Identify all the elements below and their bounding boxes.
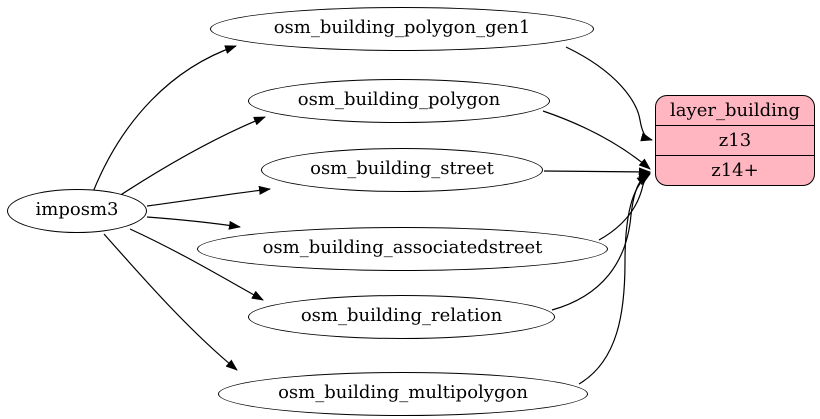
edge-imposm3-to-street (146, 185, 271, 207)
table-label: osm_building_associatedstreet (262, 237, 543, 258)
layer-building-title: layer_building (670, 100, 800, 121)
edge-imposm3-to-relation (129, 228, 264, 301)
edge-imposm3-to-polygon-gen1 (92, 45, 237, 193)
edge-associatedstreet-to-z14 (598, 173, 651, 241)
node-osm-building-street: osm_building_street (261, 148, 543, 192)
edge-imposm3-to-associatedstreet (146, 216, 241, 230)
node-osm-building-polygon: osm_building_polygon (248, 79, 550, 123)
node-osm-building-relation: osm_building_relation (248, 295, 555, 339)
table-label: osm_building_polygon_gen1 (273, 17, 531, 38)
edge-multipolygon-to-z14 (578, 174, 649, 385)
edge-polygon-to-z14 (542, 110, 651, 170)
edge-imposm3-to-multipolygon (103, 233, 238, 371)
node-osm-building-associatedstreet: osm_building_associatedstreet (197, 227, 608, 271)
edge-polygon-gen1-to-z13 (565, 46, 653, 142)
node-imposm3: imposm3 (7, 189, 147, 233)
node-osm-building-multipolygon: osm_building_multipolygon (218, 372, 588, 416)
table-label: osm_building_multipolygon (278, 382, 528, 403)
table-label: osm_building_polygon (297, 89, 501, 110)
table-label: osm_building_street (310, 158, 494, 179)
node-layer-building: layer_building z13 z14+ (655, 95, 815, 186)
edge-street-to-z14 (543, 167, 651, 177)
table-label: osm_building_relation (300, 305, 503, 326)
edge-imposm3-to-polygon (115, 116, 266, 199)
layer-building-row-z13: z13 (656, 125, 814, 155)
layer-building-row-z14: z14+ (656, 155, 814, 185)
node-osm-building-polygon-gen1: osm_building_polygon_gen1 (210, 7, 594, 51)
node-imposm3-label: imposm3 (35, 199, 119, 220)
